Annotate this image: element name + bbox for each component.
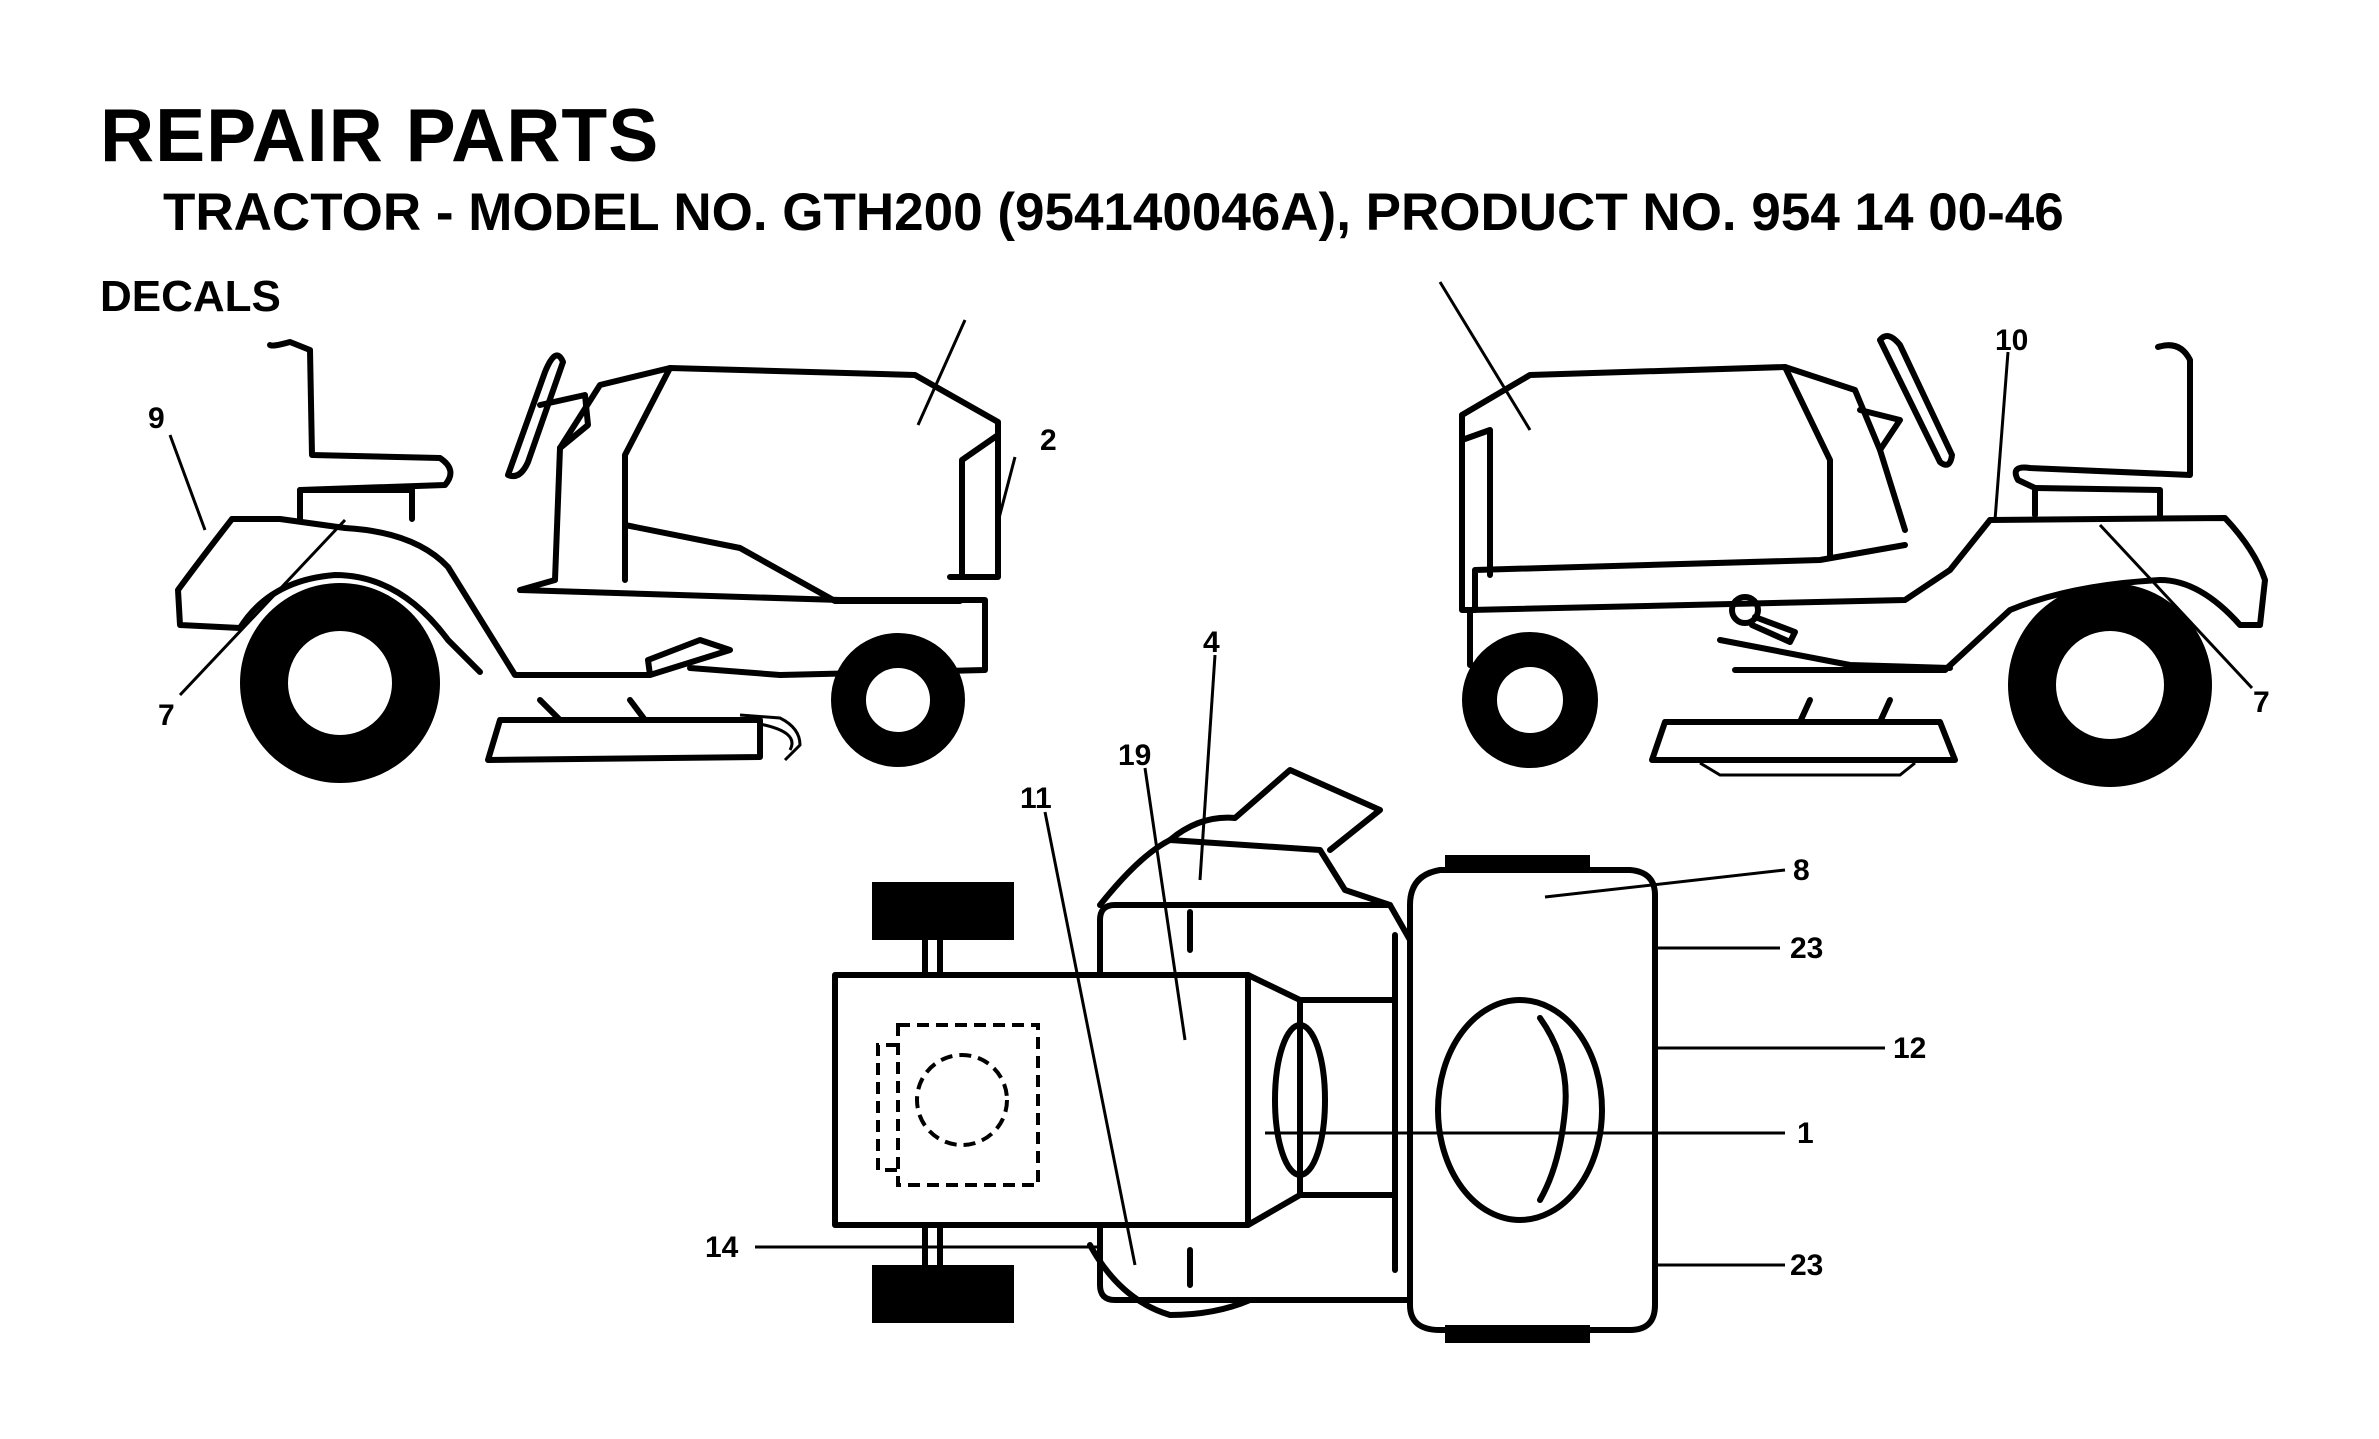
callout-12: 12 <box>1893 1032 1926 1065</box>
callout-7-right: 7 <box>2253 686 2270 719</box>
callout-1: 1 <box>1797 1117 1814 1150</box>
callout-8: 8 <box>1793 854 1810 887</box>
tractor-left-side-view <box>175 339 1001 783</box>
page-title: REPAIR PARTS <box>100 93 660 177</box>
callout-19: 19 <box>1118 739 1151 772</box>
tractor-top-view <box>832 767 1658 1343</box>
callout-2: 2 <box>1040 424 1057 457</box>
model-subtitle: TRACTOR - MODEL NO. GTH200 (954140046A),… <box>163 183 2064 242</box>
callout-4: 4 <box>1203 626 1220 659</box>
callout-labels: 9 7 2 10 7 4 19 11 8 23 12 1 14 23 <box>148 324 2270 1282</box>
callout-23-bottom: 23 <box>1790 1249 1823 1282</box>
callout-11: 11 <box>1020 782 1052 815</box>
callout-23-top: 23 <box>1790 932 1823 965</box>
callout-7-left: 7 <box>158 699 175 732</box>
callout-9: 9 <box>148 402 165 435</box>
leader-lines <box>168 281 2254 1267</box>
callout-10: 10 <box>1995 324 2028 357</box>
callout-14: 14 <box>705 1231 739 1264</box>
tractor-right-side-view <box>1459 333 2268 787</box>
section-heading: DECALS <box>100 272 281 321</box>
